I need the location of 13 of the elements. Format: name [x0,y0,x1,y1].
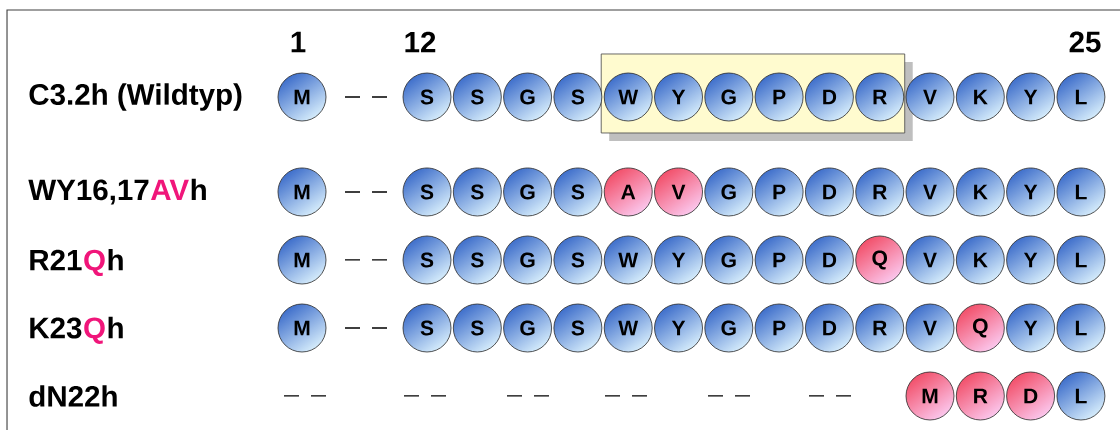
variant-name: C3.2h (Wildtyp) [29,83,242,111]
variant-name: R21 [30,249,82,271]
variant-name: K23 [30,317,82,339]
variant-name: h [108,316,123,339]
variant-name: h [191,178,206,200]
position-number: 12 [405,31,436,53]
variant-name: WY16,17 [28,179,149,205]
variant-name: h [108,248,123,271]
variant-name: Q [84,317,105,344]
variant-name: dN22h [29,385,117,407]
variant-name: Q [84,249,105,277]
variant-name: AV [151,179,189,200]
position-number: 25 [1069,31,1101,53]
